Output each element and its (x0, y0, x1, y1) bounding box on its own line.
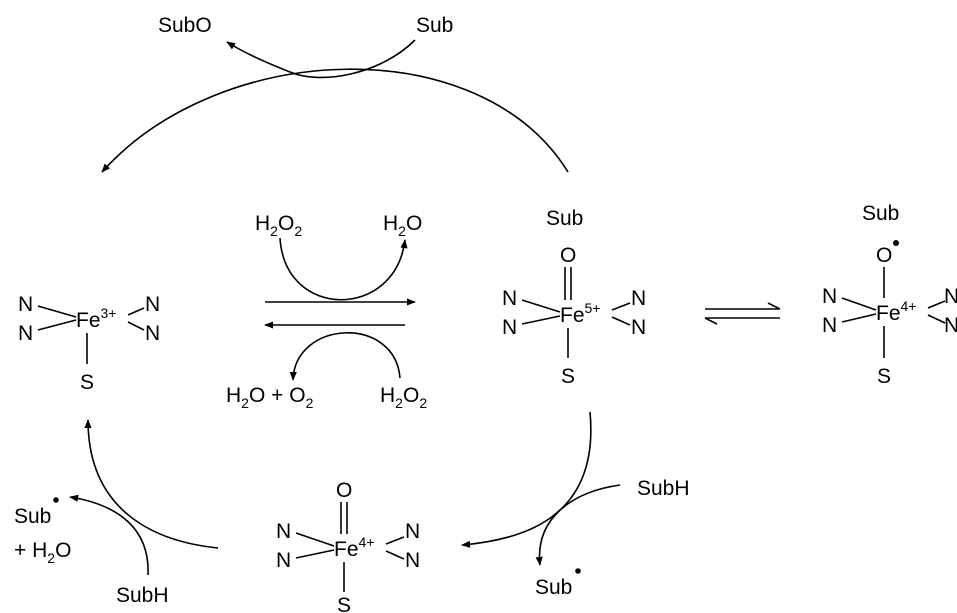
h2o2-top-label: H2O2 (255, 212, 302, 239)
svg-text:N: N (631, 316, 646, 339)
subh-right-label: SubH (637, 477, 690, 500)
top-substrate-label: Sub (416, 14, 453, 37)
svg-text:O: O (876, 244, 892, 267)
subh-left-label: SubH (116, 584, 169, 607)
svg-text:Fe5+: Fe5+ (560, 300, 600, 327)
svg-text:N: N (944, 285, 957, 308)
svg-text:Fe3+: Fe3+ (76, 305, 116, 332)
top-small-curve-arrow (226, 39, 416, 79)
right-small-curve-arrow (535, 484, 621, 566)
svg-text:S: S (337, 594, 351, 613)
svg-text:O: O (336, 479, 352, 502)
svg-text:N: N (18, 293, 33, 316)
top-cycle-arrow (101, 68, 569, 173)
svg-text:N: N (405, 520, 420, 543)
svg-text:Sub: Sub (862, 202, 899, 225)
equilibrium-reverse-barb (704, 317, 718, 325)
svg-text:N: N (502, 287, 517, 310)
h2o-top-label: H2O (383, 212, 422, 239)
svg-text:N: N (631, 287, 646, 310)
svg-text:N: N (822, 285, 837, 308)
h2o2-bottom-label: H2O2 (380, 384, 427, 411)
radical-dot-right (575, 568, 581, 574)
equilibrium-forward-barb (767, 302, 781, 310)
h2o-left-label: + H2O (14, 539, 71, 566)
svg-text:N: N (276, 549, 291, 572)
h2o-o2-bottom-label: H2O + O2 (226, 384, 314, 411)
svg-text:Sub: Sub (546, 207, 583, 230)
svg-text:N: N (18, 322, 33, 345)
right-cycle-arrow (461, 411, 592, 548)
left-small-curve-arrow (69, 494, 149, 576)
svg-text:N: N (145, 293, 160, 316)
svg-text:Fe4+: Fe4+ (334, 534, 374, 561)
svg-text:N: N (822, 314, 837, 337)
svg-text:N: N (276, 520, 291, 543)
svg-text:O: O (560, 244, 576, 267)
svg-text:N: N (405, 549, 420, 572)
complex-fe3: N N Fe3+ N N S (18, 293, 160, 394)
sub-radical-left-label: Sub (14, 505, 51, 528)
top-product-label: SubO (158, 14, 212, 37)
sub-radical-right-label: Sub (535, 576, 572, 599)
svg-text:N: N (944, 314, 957, 337)
complex-fe4-oxo: O N N Fe4+ N N S (276, 479, 420, 613)
svg-text:S: S (877, 365, 891, 388)
svg-text:S: S (561, 365, 575, 388)
complex-fe5: Sub O N N Fe5+ N N S (502, 207, 646, 388)
svg-text:N: N (502, 316, 517, 339)
complex-fe4-radical: Sub O N N Fe4+ N N S (822, 202, 957, 388)
svg-text:Fe4+: Fe4+ (876, 298, 916, 325)
upper-h2o2-curve-arrow (279, 237, 408, 301)
radical-dot-left (53, 497, 59, 503)
svg-text:S: S (80, 371, 94, 394)
left-cycle-arrow (84, 419, 219, 549)
svg-text:N: N (145, 322, 160, 345)
lower-h2o2-curve-arrow (289, 332, 401, 381)
